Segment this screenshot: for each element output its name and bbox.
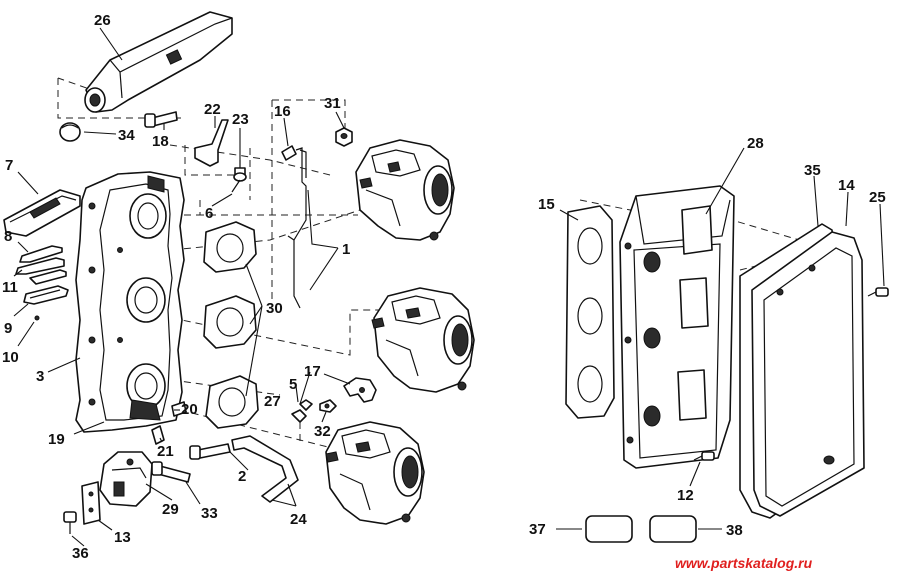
callout-21: 21 xyxy=(157,443,174,460)
callout-5: 5 xyxy=(289,376,297,393)
callout-30: 30 xyxy=(266,300,283,317)
bracket-22-part xyxy=(194,119,229,167)
callout-1: 1 xyxy=(342,241,350,258)
link-clip-16-part xyxy=(281,145,297,161)
callout-28: 28 xyxy=(747,135,764,152)
callout-19: 19 xyxy=(48,431,65,448)
carburetor-middle-part xyxy=(371,287,475,393)
nut-31-part xyxy=(335,127,353,147)
screw-12-part xyxy=(693,451,715,461)
callout-31: 31 xyxy=(324,95,341,112)
callout-23: 23 xyxy=(232,111,249,128)
callout-2: 2 xyxy=(238,468,246,485)
plug-part xyxy=(59,122,81,142)
callout-37: 37 xyxy=(529,521,546,538)
silencer-gasket-part xyxy=(565,205,615,419)
callout-16: 16 xyxy=(274,103,291,120)
callout-3: 3 xyxy=(36,368,44,385)
bracket-29-part xyxy=(99,451,153,507)
callout-25: 25 xyxy=(869,189,886,206)
screw-18-part xyxy=(144,111,178,128)
choke-link-17-part xyxy=(343,377,377,403)
callout-labels: 26 34 18 22 23 6 16 31 7 8 11 9 10 3 1 3… xyxy=(2,12,886,562)
small-hardware-part xyxy=(291,399,337,423)
callout-17: 17 xyxy=(304,363,321,380)
callout-33: 33 xyxy=(201,505,218,522)
callout-9: 9 xyxy=(4,320,12,337)
callout-34: 34 xyxy=(118,127,135,144)
callout-26: 26 xyxy=(94,12,111,29)
callout-36: 36 xyxy=(72,545,89,562)
carburetor-upper-part xyxy=(355,139,455,241)
callout-35: 35 xyxy=(804,162,821,179)
screw-36-part xyxy=(63,511,77,534)
screw-2-part xyxy=(189,443,231,460)
gasket-38-part xyxy=(649,515,697,543)
watermark-text: www.partskatalog.ru xyxy=(675,555,813,571)
plate-13-part xyxy=(81,481,101,525)
callout-38: 38 xyxy=(726,522,743,539)
callout-10: 10 xyxy=(2,349,19,366)
callout-11: 11 xyxy=(2,279,18,296)
carburetor-gaskets-part xyxy=(203,221,259,429)
callout-13: 13 xyxy=(114,529,131,546)
screw-25-part xyxy=(867,287,889,297)
callout-29: 29 xyxy=(162,501,179,518)
callout-24: 24 xyxy=(290,511,307,528)
callout-15: 15 xyxy=(538,196,555,213)
callout-8: 8 xyxy=(4,228,12,245)
silencer-top-part xyxy=(84,11,233,113)
carburetor-lower-part xyxy=(325,421,425,525)
reed-plates-part xyxy=(15,245,69,305)
callout-leader-lines xyxy=(13,27,885,547)
gasket-37-part xyxy=(585,515,633,543)
callout-6: 6 xyxy=(205,205,213,222)
callout-32: 32 xyxy=(314,423,331,440)
fuel-hose-part xyxy=(231,435,299,503)
callout-20: 20 xyxy=(181,401,198,418)
callout-18: 18 xyxy=(152,133,169,150)
silencer-cover-part xyxy=(751,231,865,517)
screw-6-part xyxy=(231,172,247,193)
callout-22: 22 xyxy=(204,101,221,118)
silencer-base-part xyxy=(619,185,735,469)
callout-7: 7 xyxy=(5,157,13,174)
fitting-20-part xyxy=(171,401,187,417)
screw-33-part xyxy=(151,461,191,483)
callout-27: 27 xyxy=(264,393,281,410)
intake-manifold-plate-part xyxy=(75,171,185,433)
leaf-valve-part xyxy=(3,189,81,237)
callout-12: 12 xyxy=(677,487,694,504)
screw-10-part xyxy=(34,315,40,321)
callout-14: 14 xyxy=(838,177,855,194)
throttle-link-rod-part xyxy=(287,147,307,309)
